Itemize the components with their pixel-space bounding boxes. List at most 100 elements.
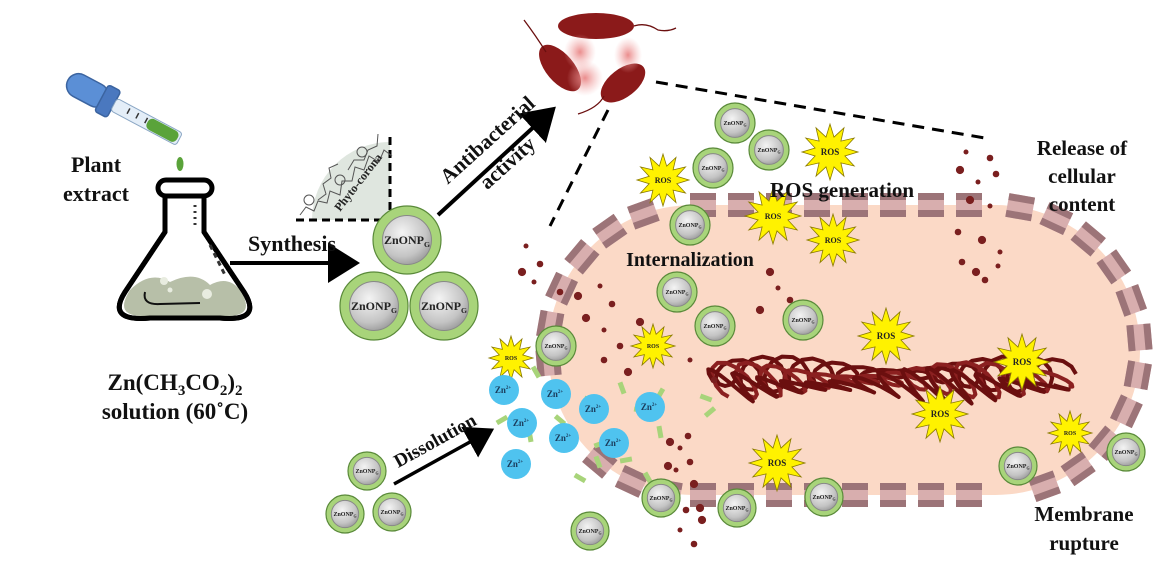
zno-nanoparticle: ZnONPG [656, 271, 698, 313]
zinc-ion: Zn2+ [579, 394, 609, 424]
zno-nanoparticle: ZnONPG [714, 102, 756, 144]
zinc-ion: Zn2+ [507, 408, 537, 438]
ros-star-icon [800, 122, 860, 182]
content-dot [635, 317, 645, 327]
content-dot [997, 249, 1003, 255]
nanoparticle-label: ZnONPG [1114, 450, 1137, 457]
content-dot [600, 356, 608, 364]
content-dot [556, 288, 564, 296]
zno-nanoparticle: ZnONPG [339, 271, 409, 341]
zno-nanoparticle: ZnONPG [570, 511, 610, 551]
content-dot [686, 458, 694, 466]
content-dot [689, 479, 699, 489]
content-dot [573, 291, 583, 301]
nanoparticle-label: ZnONPG [701, 166, 724, 173]
content-dot [954, 228, 962, 236]
shell-fragment [593, 455, 603, 469]
zinc-ion: Zn2+ [501, 449, 531, 479]
content-dot [682, 506, 690, 514]
zno-nanoparticle: ZnONPG [782, 299, 824, 341]
content-dot [975, 179, 981, 185]
flask-icon [116, 177, 253, 321]
ros-label: ROS [765, 212, 782, 221]
ros-label: ROS [1064, 431, 1077, 437]
content-dot [623, 367, 633, 377]
content-dot [765, 267, 775, 277]
cytoplasm [548, 205, 1140, 495]
zno-nanoparticle: ZnONPG [998, 446, 1038, 486]
nanoparticle-label: ZnONPG [544, 344, 567, 351]
nanoparticle-label: ZnONPG [1006, 464, 1029, 471]
shell-fragment [703, 406, 717, 418]
zno-nanoparticle: ZnONPG [641, 478, 681, 518]
zinc-ion-label: Zn2+ [585, 404, 602, 414]
nanoparticle-label: ZnONPG [812, 495, 835, 502]
membrane-segment [1115, 284, 1147, 317]
ros-star-icon [635, 152, 691, 208]
membrane-rupture-label-line1: Membrane [1034, 502, 1133, 526]
content-dot [677, 527, 683, 533]
content-dot [690, 540, 698, 548]
ros-label: ROS [1013, 357, 1032, 367]
zno-nanoparticle: ZnONPG [692, 147, 734, 189]
content-dot [517, 267, 527, 277]
content-dot [523, 243, 529, 249]
zno-nanoparticle: ZnONPG [347, 451, 387, 491]
zoom-guide-line [548, 109, 610, 227]
dna-strand [706, 366, 1071, 406]
content-dot [710, 376, 718, 384]
content-dot [963, 149, 969, 155]
release-label-line2: cellular [1048, 164, 1116, 188]
ros-star-icon [856, 306, 916, 366]
ros-burst: ROS [1046, 409, 1094, 457]
content-dot [673, 467, 679, 473]
dna-coil [706, 354, 1078, 406]
content-dot [955, 165, 965, 175]
membrane-segment [1126, 323, 1153, 352]
nanoparticle-label: ZnONPG [723, 121, 746, 128]
membrane-segment [627, 198, 660, 230]
membrane-segment [564, 239, 600, 275]
bacteria-group [523, 13, 677, 115]
content-dot [986, 154, 994, 162]
dissolution-arrow [393, 426, 495, 486]
zno-nanoparticle: ZnONPG [409, 271, 479, 341]
ros-burst: ROS [487, 334, 535, 382]
ros-burst: ROS [629, 322, 677, 370]
ros-burst: ROS [743, 186, 803, 246]
zno-nanoparticle: ZnONPG [535, 325, 577, 367]
membrane-segment [1060, 451, 1096, 487]
nanoparticle-label: ZnONPG [649, 496, 672, 503]
membrane-segment [918, 193, 944, 217]
zinc-ion-layer: Zn2+Zn2+Zn2+Zn2+Zn2+Zn2+Zn2+Zn2+ [489, 375, 665, 479]
ros-star-icon [629, 322, 677, 370]
membrane-segment [614, 465, 649, 498]
nanoparticle-label: ZnONPG [678, 223, 701, 230]
membrane-rupture-label-line2: rupture [1049, 531, 1119, 555]
ros-burst: ROS [910, 384, 970, 444]
phyto-corona-wedge: Phyto-corona [296, 133, 393, 222]
zno-nanoparticle: ZnONPG [1106, 432, 1146, 472]
zinc-ion-label: Zn2+ [547, 389, 564, 399]
shell-fragment [617, 381, 627, 395]
zinc-ion: Zn2+ [599, 428, 629, 458]
shell-fragment [530, 365, 542, 379]
zinc-ion-label: Zn2+ [605, 438, 622, 448]
ros-label: ROS [821, 147, 840, 157]
nanoparticle-label: ZnONPG [355, 469, 378, 476]
membrane-segment [1110, 394, 1143, 429]
zno-nanoparticle: ZnONPG [372, 205, 442, 275]
antibacterial-arrow [436, 106, 556, 217]
nanoparticle-label: ZnONPG [578, 529, 601, 536]
content-dot [977, 235, 987, 245]
internalization-label: Internalization [626, 249, 754, 271]
content-dot [775, 285, 781, 291]
ros-star-icon [1046, 409, 1094, 457]
zno-nanoparticle: ZnONPG [804, 477, 844, 517]
ros-burst: ROS [747, 433, 807, 493]
membrane-segment [804, 193, 830, 217]
zinc-ion-label: Zn2+ [507, 459, 524, 469]
content-dot [536, 260, 544, 268]
